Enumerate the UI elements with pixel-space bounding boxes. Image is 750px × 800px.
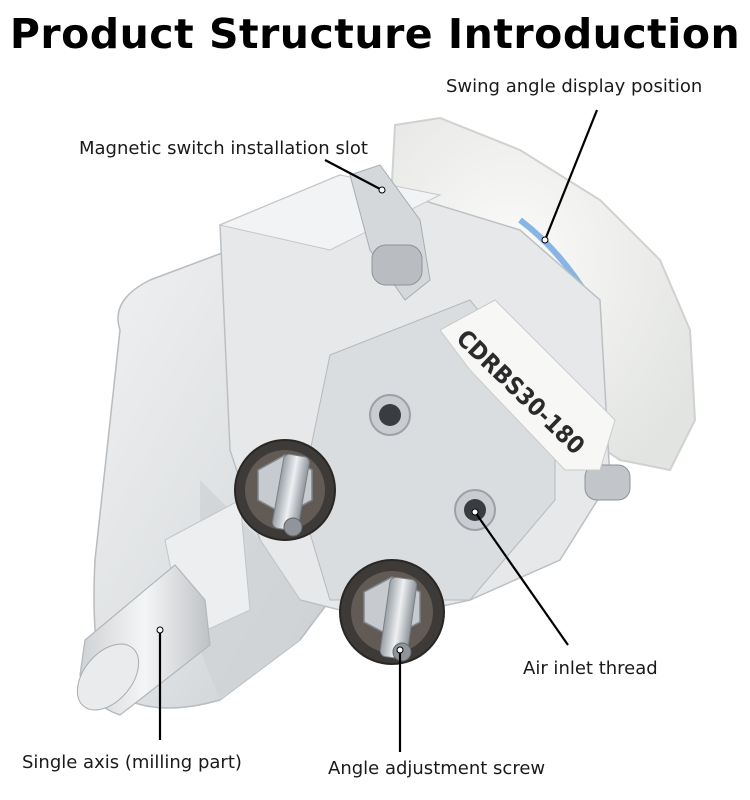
leader-air-inlet — [474, 511, 569, 646]
callout-swing-angle: Swing angle display position — [446, 76, 703, 97]
angle-adjustment-screw-lower — [339, 559, 445, 665]
page-title: Product Structure Introduction — [9, 10, 741, 58]
callout-single-axis: Single axis (milling part) — [22, 752, 242, 773]
callout-magnetic-slot: Magnetic switch installation slot — [79, 138, 368, 159]
angle-adjustment-screw-upper — [234, 439, 336, 541]
leader-magnetic-slot — [324, 159, 383, 191]
output-shaft — [76, 499, 251, 716]
callout-air-inlet: Air inlet thread — [523, 658, 658, 679]
leader-lines — [158, 109, 599, 752]
callout-angle-screw: Angle adjustment screw — [328, 758, 546, 779]
leader-dots — [156, 186, 549, 654]
leader-swing-angle — [543, 109, 599, 241]
